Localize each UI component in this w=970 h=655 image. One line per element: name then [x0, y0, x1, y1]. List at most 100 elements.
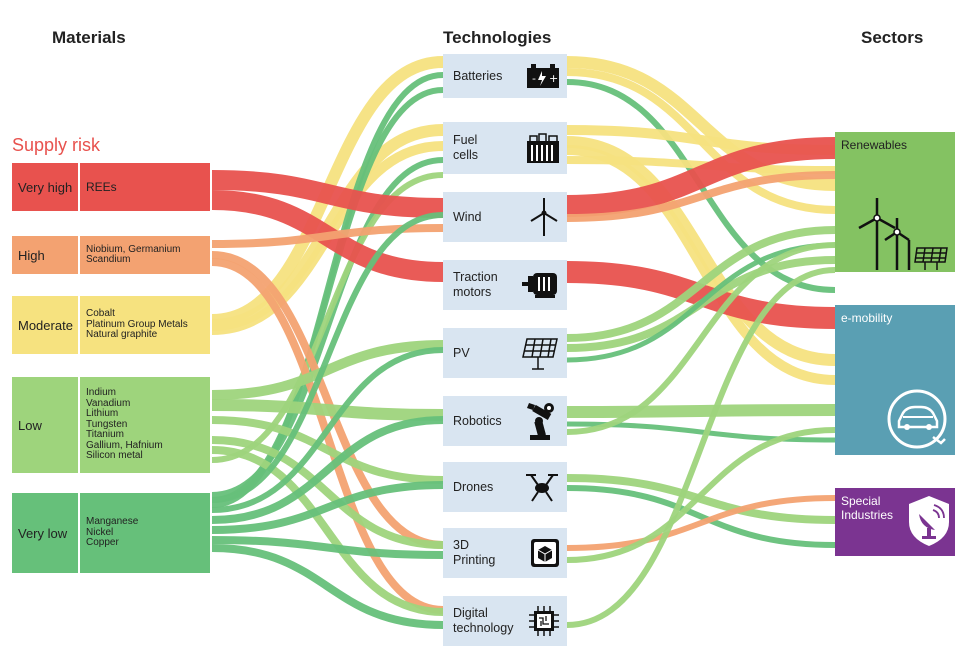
tech-label: Drones: [453, 479, 494, 494]
flow-ribbon: [211, 340, 444, 400]
material-name: REEs: [86, 179, 117, 194]
material-name: Nickel: [86, 526, 114, 538]
material-name: Vanadium: [86, 397, 131, 409]
material-name: Cobalt: [86, 308, 115, 320]
tech-wind: Wind: [443, 192, 567, 242]
motor-icon: [522, 273, 557, 298]
solar-panel-icon: [522, 338, 558, 370]
supply-risk-title: Supply risk: [12, 135, 101, 155]
flow-ribbon: [211, 544, 444, 629]
svg-text:+: +: [549, 72, 558, 85]
risk-materials: Cobalt Platinum Group Metals Natural gra…: [80, 296, 210, 354]
flow-ribbon: [211, 157, 444, 498]
flow-ribbon: [211, 436, 444, 549]
flow-ribbon: [211, 212, 444, 503]
flow-ribbon: [566, 261, 836, 329]
risk-row-moderate: Moderate Cobalt Platinum Group Metals Na…: [12, 296, 210, 354]
material-name: Lithium: [86, 408, 119, 420]
flow-ribbon: [566, 485, 836, 548]
tech-3d-printing: 3D Printing: [443, 528, 567, 578]
risk-level-label: Very low: [12, 493, 80, 573]
material-name: Scandium: [86, 254, 131, 265]
flow-ribbon: [211, 536, 444, 559]
flow-ribbon: [566, 267, 836, 628]
tech-robotics: Robotics: [443, 396, 567, 446]
flow-ribbon: [211, 446, 444, 616]
robot-arm-icon: [527, 403, 554, 440]
flow-ribbon: [566, 137, 836, 217]
material-name: Silicon metal: [86, 450, 143, 462]
flow-ribbon: [566, 242, 836, 363]
flow-ribbon: [211, 416, 444, 484]
risk-level-label: Moderate: [12, 296, 80, 354]
3d-printer-icon: [531, 539, 559, 567]
material-name: Platinum Group Metals: [86, 318, 188, 330]
materials-header: Materials: [52, 28, 126, 47]
tech-digital-technology: Digital technology: [443, 596, 567, 646]
flow-ribbon: [566, 495, 836, 551]
tech-batteries: Batteries -+: [443, 54, 567, 98]
chip-icon: [529, 606, 559, 636]
risk-row-very-low: Very low Manganese Nickel Copper: [12, 493, 210, 573]
flow-ribbon: [211, 416, 444, 524]
flow-ribbon: [211, 258, 444, 614]
sectors-header: Sectors: [861, 28, 924, 47]
material-name: Manganese: [86, 516, 139, 528]
flow-ribbon: [566, 404, 836, 418]
flow-ribbon: [566, 226, 836, 342]
flow-ribbon: [211, 481, 444, 534]
risk-row-very-high: Very high REEs: [12, 163, 210, 211]
flow-ribbon: [566, 136, 836, 366]
svg-text:-: -: [532, 72, 536, 85]
risk-materials: Indium Vanadium Lithium Tungsten Titaniu…: [80, 377, 210, 473]
material-name: Natural graphite: [86, 329, 158, 341]
material-name: Titanium: [86, 429, 124, 441]
material-name: Gallium, Hafnium: [86, 439, 163, 451]
flow-ribbon: [211, 347, 444, 513]
risk-materials: Niobium, Germanium Scandium: [80, 236, 210, 274]
risk-materials: Manganese Nickel Copper: [80, 493, 210, 573]
tech-pv: PV: [443, 328, 567, 378]
sector-e-mobility: e-mobility: [835, 305, 955, 455]
risk-level-label: High: [12, 236, 80, 274]
flow-ribbon: [566, 242, 836, 435]
flow-ribbon: [211, 170, 444, 218]
material-name: Niobium, Germanium: [86, 243, 181, 255]
flow-ribbon: [566, 156, 836, 174]
risk-level-label: Low: [12, 377, 80, 473]
drone-icon: [526, 474, 558, 502]
tech-drones: Drones: [443, 462, 567, 512]
sector-label: Renewables: [841, 138, 908, 152]
tech-label: Batteries: [453, 68, 503, 83]
tech-fuel-cells: Fuel cells: [443, 122, 567, 174]
tech-label: Robotics: [453, 413, 502, 428]
tech-label: Wind: [453, 209, 482, 224]
tech-label: Digital technology: [453, 606, 514, 635]
tech-traction-motors: Traction motors: [443, 260, 567, 310]
sector-label: Special Industries: [841, 494, 894, 522]
risk-level-label: Very high: [12, 163, 80, 211]
tech-label: 3D Printing: [453, 538, 496, 567]
tech-label: Traction motors: [453, 270, 498, 299]
wind-turbine-icon: [530, 198, 558, 236]
electric-car-icon: [887, 389, 947, 449]
flow-ribbon: [566, 427, 836, 563]
material-name: Indium: [86, 387, 117, 399]
shield-satellite-icon: [909, 496, 949, 546]
tech-label: PV: [453, 345, 470, 360]
battery-icon: -+: [527, 64, 559, 88]
sector-label: e-mobility: [841, 311, 893, 325]
flow-ribbon: [211, 251, 444, 549]
tech-label: Fuel cells: [453, 133, 479, 162]
risk-materials: REEs: [80, 163, 210, 211]
material-name: Tungsten: [86, 418, 128, 430]
risk-row-high: High Niobium, Germanium Scandium: [12, 236, 210, 274]
risk-row-low: Low Indium Vanadium Lithium Tungsten Tit…: [12, 377, 210, 473]
material-name: Copper: [86, 537, 119, 549]
technologies-header: Technologies: [443, 28, 552, 47]
flow-ribbon: [566, 171, 836, 222]
flow-ribbon: [211, 399, 444, 421]
sector-special-industries: Special Industries: [835, 488, 955, 556]
